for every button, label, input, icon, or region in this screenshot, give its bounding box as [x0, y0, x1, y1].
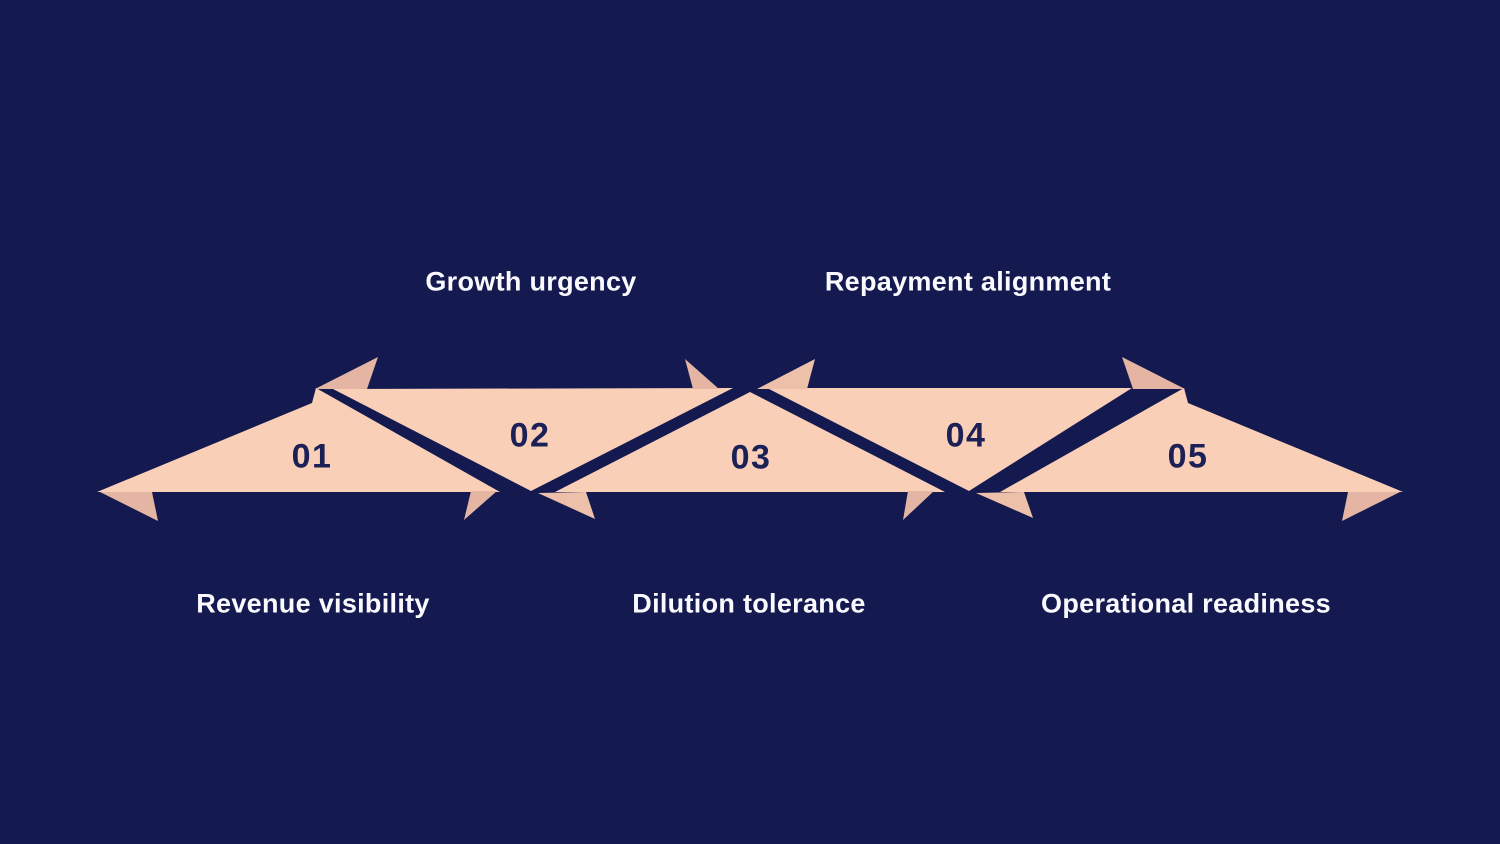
step-number-4: 04	[945, 416, 987, 455]
top-left-arrowhead-icon	[315, 357, 378, 389]
step-label-revenue-visibility: Revenue visibility	[196, 588, 430, 619]
fold1-left-barb	[464, 491, 497, 520]
step-label-growth-urgency: Growth urgency	[425, 266, 637, 297]
step-number-5: 05	[1167, 437, 1209, 476]
top-right-arrowhead-icon	[1122, 357, 1185, 389]
fold3-left-barb	[903, 491, 934, 520]
right-tip-barb	[1342, 492, 1400, 521]
step-number-2: 02	[509, 416, 551, 455]
step-label-operational-readiness: Operational readiness	[1041, 588, 1331, 619]
left-tip-barb	[100, 492, 158, 521]
step-label-dilution-tolerance: Dilution tolerance	[632, 588, 866, 619]
step-label-repayment-alignment: Repayment alignment	[824, 266, 1112, 297]
step5-arrow-shape	[1000, 388, 1403, 492]
step4-arrow-shape	[767, 388, 1132, 491]
fold2-right-barb	[757, 359, 815, 389]
step2-arrow-shape	[333, 388, 733, 491]
fold2-left-barb	[685, 359, 719, 389]
step1-arrow-shape	[97, 388, 500, 492]
step-number-3: 03	[730, 438, 772, 477]
step-number-1: 01	[291, 437, 333, 476]
fold1-right-barb	[538, 492, 595, 519]
step3-arrow-shape	[555, 392, 945, 492]
fold3-right-barb	[976, 492, 1033, 518]
